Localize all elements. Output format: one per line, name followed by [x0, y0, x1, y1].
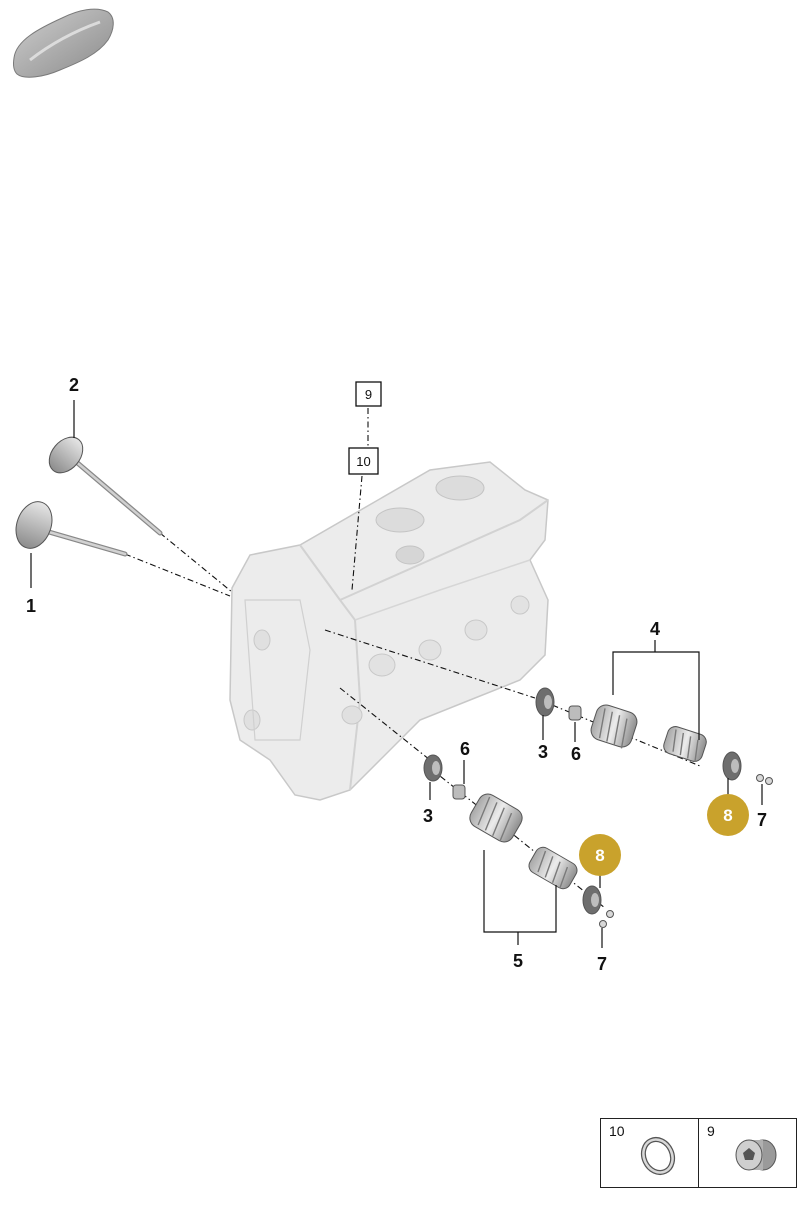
cylinder-head-illustration: [229, 461, 549, 801]
cotter-upper: [756, 774, 773, 785]
highlight-callout-retainer-upper-label: 8: [723, 806, 732, 825]
reference-box-lower-label: 10: [356, 454, 370, 469]
highlight-callout-retainer-upper: 8: [707, 794, 749, 836]
valve-keeper-upper: [568, 705, 582, 721]
callout-keeper-lower: 6: [460, 739, 470, 759]
callout-keeper-upper: 6: [571, 744, 581, 764]
highlight-callout-retainer-lower-label: 8: [595, 846, 604, 865]
inner-valve-spring-lower: [528, 846, 578, 890]
exhaust-valve: [48, 436, 163, 536]
valve-stem-seal-lower: [423, 754, 443, 782]
parts-legend: 10 9: [600, 1118, 797, 1188]
reference-box-upper: 9: [355, 381, 382, 407]
outer-valve-spring-upper: [590, 704, 638, 749]
screw-plug-icon: [731, 1131, 785, 1190]
valve-keeper-lower: [452, 784, 466, 800]
outer-valve-spring-lower: [469, 793, 523, 843]
spring-retainer-lower: [582, 885, 602, 915]
callout-spring-set-upper: 4: [650, 619, 660, 639]
callout-cotter-lower: 7: [597, 954, 607, 974]
callout-spring-set-lower: 5: [513, 951, 523, 971]
inner-valve-spring-upper: [663, 726, 707, 763]
reference-box-upper-label: 9: [365, 387, 372, 402]
callout-intake-valve: 1: [26, 596, 36, 616]
sealing-ring-icon: [633, 1131, 683, 1186]
legend-cell-left: 10: [601, 1119, 698, 1187]
intake-valve: [15, 501, 128, 557]
callout-cotter-upper: 7: [757, 810, 767, 830]
highlight-callout-retainer-lower: 8: [579, 834, 621, 876]
callout-seal-upper: 3: [538, 742, 548, 762]
callout-exhaust-valve: 2: [69, 375, 79, 395]
cotter-lower: [599, 910, 614, 928]
legend-cell-right: 9: [698, 1119, 796, 1187]
reference-box-lower: 10: [348, 447, 379, 475]
legend-left-number: 10: [609, 1123, 625, 1139]
legend-right-number: 9: [707, 1123, 715, 1139]
valve-stem-seal-upper: [535, 687, 555, 717]
spring-retainer-upper: [722, 751, 742, 781]
callout-seal-lower: 3: [423, 806, 433, 826]
leader-lines: [30, 400, 763, 948]
car-model-icon: [12, 8, 114, 78]
